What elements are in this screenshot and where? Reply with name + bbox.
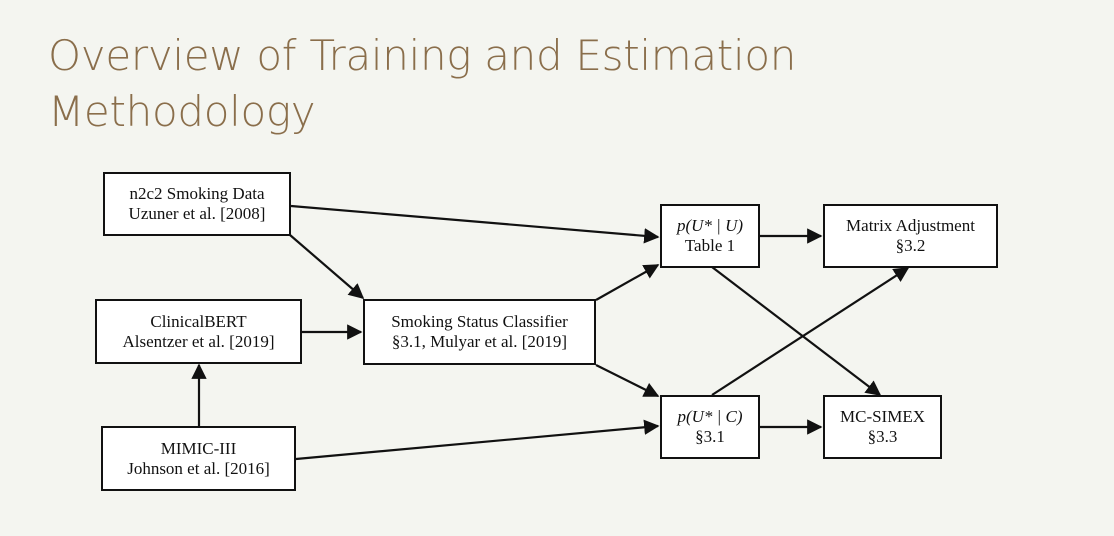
edge-n2c2-to-p-u	[290, 204, 660, 244]
node-matrix-adjustment: Matrix Adjustment §3.2	[823, 204, 998, 268]
node-classifier-line1: Smoking Status Classifier	[391, 312, 568, 331]
node-clinicalbert-line2: Alsentzer et al. [2019]	[122, 331, 275, 351]
node-mimic-line1: MIMIC-III	[160, 438, 237, 458]
slide-title-line2: Methodology	[48, 87, 316, 136]
node-n2c2-line1: n2c2 Smoking Data	[129, 184, 265, 203]
node-p-c-line1: p(U* | C)	[677, 407, 743, 426]
node-p-u-line2: Table 1	[684, 236, 736, 255]
node-mcsimex-line2: §3.3	[867, 427, 898, 446]
edge-n2c2-to-classifier	[289, 234, 365, 300]
edge-p-c-to-matrix	[711, 267, 910, 396]
node-p-u-star-given-u: p(U* | U) Table 1	[660, 204, 760, 268]
node-clinicalbert-line1: ClinicalBERT	[150, 311, 247, 331]
node-n2c2-line2: Uzuner et al. [2008]	[128, 204, 266, 223]
edge-p-u-to-mcsimex	[711, 266, 882, 396]
node-mcsimex-line1: MC-SIMEX	[839, 407, 925, 426]
edge-classifier-to-p-u	[595, 264, 660, 301]
node-classifier-line2: §3.1, Mulyar et al. [2019]	[391, 332, 568, 351]
slide-title-line1: Overview of Training and Estimation	[48, 31, 797, 80]
node-p-u-line1: p(U* | U)	[676, 216, 744, 235]
node-clinicalbert: ClinicalBERT Alsentzer et al. [2019]	[95, 299, 302, 364]
slide-title: Overview of Training and Estimation Meth…	[48, 28, 948, 140]
edge-classifier-to-p-c	[595, 364, 660, 397]
node-mimic-line2: Johnson et al. [2016]	[127, 458, 270, 478]
node-mc-simex: MC-SIMEX §3.3	[823, 395, 942, 459]
node-p-c-line2: §3.1	[695, 427, 725, 446]
edge-mimic-to-p-c	[295, 419, 660, 461]
node-mimic-iii: MIMIC-III Johnson et al. [2016]	[101, 426, 296, 491]
node-matrix-line2: §3.2	[895, 236, 926, 255]
node-n2c2-smoking-data: n2c2 Smoking Data Uzuner et al. [2008]	[103, 172, 291, 236]
node-smoking-status-classifier: Smoking Status Classifier §3.1, Mulyar e…	[363, 299, 596, 365]
node-p-u-star-given-c: p(U* | C) §3.1	[660, 395, 760, 459]
node-matrix-line1: Matrix Adjustment	[846, 216, 975, 235]
